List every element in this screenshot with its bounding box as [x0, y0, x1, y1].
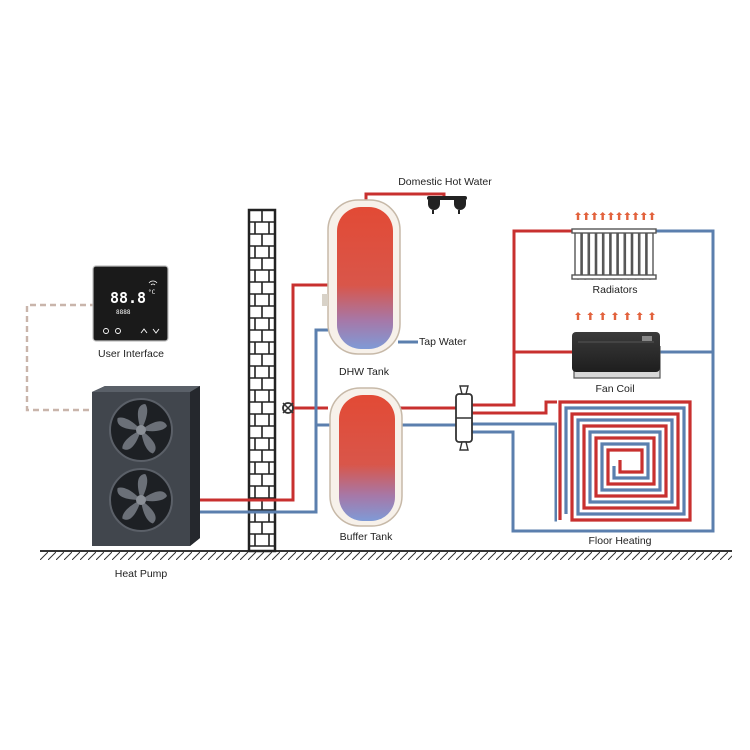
- fan-blade: [117, 487, 141, 501]
- radiator-fin: [631, 230, 640, 280]
- controller-unit: °C: [148, 289, 156, 296]
- brick-wall: [247, 208, 277, 553]
- labels: Domestic Hot Water Tap Water DHW Tank Bu…: [98, 176, 652, 580]
- pipe-return-radiators: [470, 229, 715, 533]
- label-radiators: Radiators: [593, 284, 638, 296]
- fan-blade: [137, 404, 148, 430]
- radiator-fin: [617, 230, 625, 280]
- controller-temperature: 88.8: [110, 289, 146, 307]
- radiator-fin: [610, 230, 618, 280]
- floor-pipe-cold: [564, 406, 686, 516]
- heat-arrow-icon: [587, 312, 594, 320]
- heat-pump-unit: [92, 386, 200, 546]
- heat-arrow-icon: [624, 312, 631, 320]
- mode-icon: [115, 328, 121, 334]
- radiator-footer: [571, 274, 657, 280]
- fan-blade: [140, 500, 156, 524]
- fan-blade: [117, 417, 141, 431]
- fan-blade: [141, 421, 167, 432]
- pipe-supply-radiators: [470, 229, 574, 407]
- fan-blade: [122, 430, 141, 450]
- down-icon: [152, 328, 160, 334]
- buffer-tank: [329, 387, 403, 527]
- heat-arrow-icon: [624, 212, 631, 220]
- label-fan-coil: Fan Coil: [595, 383, 634, 395]
- heat-arrow-icon: [607, 212, 614, 220]
- floor-pipe-hot: [558, 400, 692, 522]
- radiator-fin: [581, 230, 589, 280]
- pipe-hp-supply: [190, 283, 328, 502]
- heat-arrow-icon: [632, 212, 639, 220]
- heat-arrow-icon: [636, 312, 643, 320]
- radiator-fin: [574, 230, 582, 280]
- radiator-header: [571, 228, 657, 234]
- dhw-tank: [322, 199, 401, 355]
- controller-panel: 88.8 °C 8888: [92, 265, 169, 342]
- heat-arrow-icon: [575, 312, 581, 320]
- pipe-return-floor: [470, 422, 567, 522]
- wifi-icon: [148, 280, 158, 286]
- radiator-fin: [624, 230, 633, 280]
- floor-heating-loop: [557, 398, 693, 524]
- manifold: [455, 385, 473, 451]
- label-heat-pump: Heat Pump: [115, 568, 168, 580]
- pipes: [190, 192, 715, 533]
- label-user-interface: User Interface: [98, 348, 164, 360]
- fan-blade: [137, 474, 148, 500]
- heat-arrow-icon: [649, 212, 655, 220]
- fan-top-icon: [109, 398, 173, 462]
- radiator-fin: [595, 230, 604, 280]
- label-dhw-tank: DHW Tank: [339, 366, 390, 378]
- label-floor-heating: Floor Heating: [588, 535, 651, 547]
- heat-arrow-icon: [640, 212, 647, 220]
- label-tap-water: Tap Water: [419, 336, 467, 348]
- fan-blade: [141, 491, 167, 502]
- shower-heads-icon: [427, 196, 467, 214]
- heat-arrow-icon: [612, 312, 618, 320]
- up-icon: [140, 328, 148, 334]
- heat-arrow-icon: [591, 212, 598, 220]
- radiator: [571, 212, 657, 280]
- radiator-fin: [588, 230, 597, 280]
- radiator-fin: [603, 230, 611, 280]
- radiator-fin: [646, 230, 654, 280]
- heat-arrow-icon: [599, 212, 606, 220]
- pipe-hp-return: [190, 328, 328, 514]
- heat-arrow-icon: [649, 312, 655, 320]
- label-domestic-hot-water: Domestic Hot Water: [398, 176, 492, 188]
- fan-coil: [572, 312, 661, 379]
- controller-sub-display: 8888: [116, 309, 131, 316]
- control-wire: [25, 303, 96, 412]
- fan-blade: [141, 430, 156, 454]
- heat-arrow-icon: [583, 212, 590, 220]
- fan-blade: [122, 499, 141, 520]
- heat-arrow-icon: [599, 312, 606, 320]
- three-way-valve: [282, 402, 294, 414]
- fan-bottom-icon: [109, 468, 173, 532]
- heat-arrow-icon: [575, 212, 581, 220]
- label-buffer-tank: Buffer Tank: [340, 531, 393, 543]
- radiator-fin: [639, 230, 647, 280]
- power-icon: [103, 328, 109, 334]
- ground: [40, 550, 732, 560]
- heat-arrow-icon: [616, 212, 623, 220]
